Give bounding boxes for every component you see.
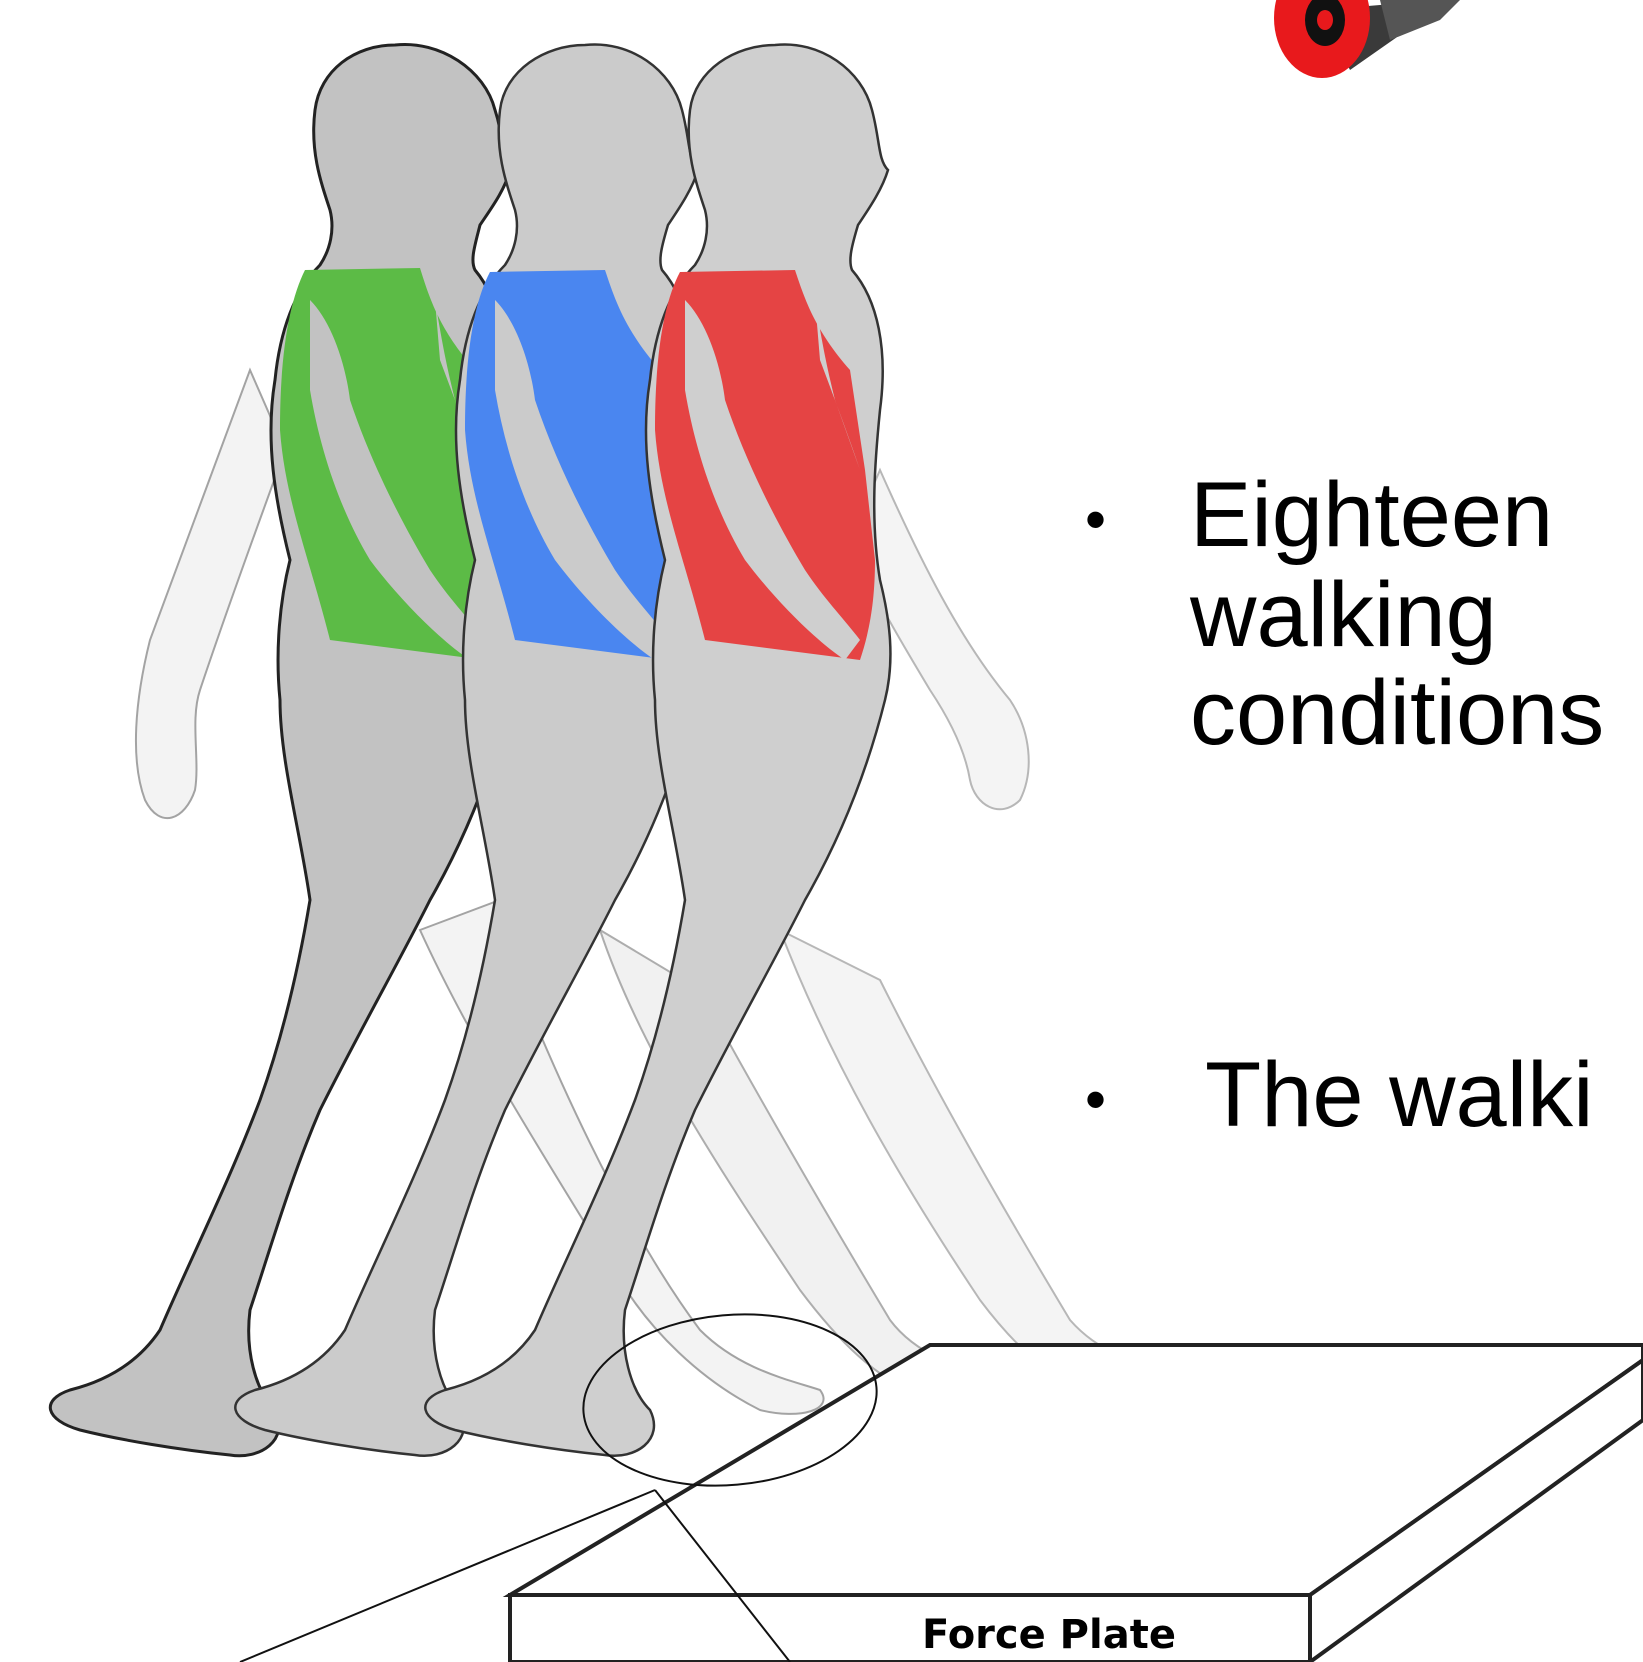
- force-plate-label: Force Plate: [922, 1612, 1176, 1658]
- bullet-line: Eighteen: [1190, 470, 1553, 560]
- bullet-dot: •: [1085, 490, 1106, 550]
- camera-icon: [1274, 0, 1460, 78]
- bullet-line: conditions: [1190, 668, 1604, 758]
- bullet-line: walking: [1190, 570, 1497, 660]
- bullet-line: The walki: [1205, 1050, 1594, 1140]
- bullet-dot: •: [1085, 1070, 1106, 1130]
